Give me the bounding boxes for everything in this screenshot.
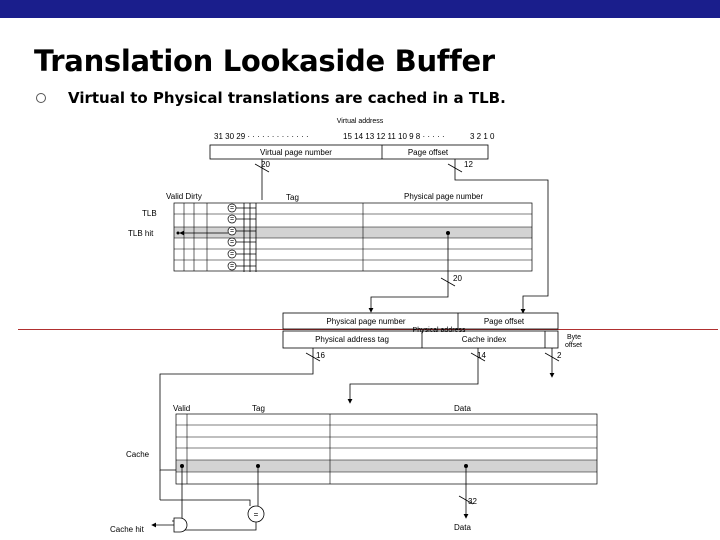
va-page-offset-label: Page offset bbox=[408, 148, 449, 157]
ppn-width-tick bbox=[440, 277, 456, 287]
byte-offset-label-2: offset bbox=[565, 342, 582, 349]
page-offset-wire bbox=[454, 159, 549, 314]
tlb-hit-dot bbox=[176, 231, 180, 235]
pa-tag-wire bbox=[159, 348, 314, 471]
cache-comparator: = bbox=[247, 505, 265, 523]
svg-text:=: = bbox=[254, 510, 259, 519]
pa-tag-label: Physical address tag bbox=[315, 335, 389, 344]
tlb-tag-header: Tag bbox=[286, 193, 299, 202]
cache-hit-label: Cache hit bbox=[110, 525, 145, 534]
virtual-address-register bbox=[209, 144, 489, 160]
ppn-wire bbox=[368, 233, 449, 313]
byte-width-tick bbox=[544, 352, 560, 362]
offset-width: 12 bbox=[464, 160, 473, 169]
va-bits-high: 31 30 29 · · · · · · · · · · · · · bbox=[214, 132, 309, 141]
cache-valid-wire bbox=[172, 466, 183, 522]
va-bits-low: 3 2 1 0 bbox=[470, 132, 495, 141]
bullet-item: Virtual to Physical translations are cac… bbox=[36, 89, 506, 107]
pa-ppn-label: Physical page number bbox=[326, 317, 405, 326]
pa-page-offset-label: Page offset bbox=[484, 317, 525, 326]
slide-title: Translation Lookaside Buffer bbox=[34, 44, 495, 78]
tlb-label: TLB bbox=[142, 209, 157, 218]
svg-text:=: = bbox=[230, 216, 234, 223]
data-out-label: Data bbox=[454, 523, 471, 532]
virtual-page-number-label: Virtual page number bbox=[260, 148, 332, 157]
physical-address-register bbox=[282, 312, 559, 349]
data-width-tick bbox=[458, 495, 474, 505]
tlb-valid-dirty-header: Valid Dirty bbox=[166, 192, 202, 201]
cache-label: Cache bbox=[126, 450, 150, 459]
vpn-width-tick bbox=[254, 163, 270, 173]
tlb-table bbox=[173, 202, 533, 272]
tlb-hit-label: TLB hit bbox=[128, 229, 154, 238]
svg-text:=: = bbox=[230, 263, 234, 270]
bullet-text: Virtual to Physical translations are cac… bbox=[68, 89, 506, 107]
byte-width: 2 bbox=[557, 351, 562, 360]
svg-text:=: = bbox=[230, 251, 234, 258]
cache-valid-header: Valid bbox=[173, 404, 190, 413]
va-heading: Virtual address bbox=[337, 118, 384, 125]
divider-line bbox=[18, 329, 718, 330]
cache-index-wire bbox=[347, 348, 479, 404]
tag-width: 16 bbox=[316, 351, 325, 360]
vpn-width: 20 bbox=[261, 160, 270, 169]
tlb-ppn-header: Physical page number bbox=[404, 192, 483, 201]
svg-text:=: = bbox=[230, 228, 234, 235]
cache-tag-header: Tag bbox=[252, 404, 265, 413]
index-width: 14 bbox=[477, 351, 486, 360]
svg-text:=: = bbox=[230, 205, 234, 212]
cache-data-header: Data bbox=[454, 404, 471, 413]
top-accent-bar bbox=[0, 0, 720, 18]
compare-out-wire bbox=[184, 522, 257, 531]
svg-text:=: = bbox=[230, 239, 234, 246]
cache-table bbox=[175, 413, 598, 485]
data-width: 32 bbox=[468, 497, 477, 506]
and-gate-icon bbox=[173, 517, 188, 533]
offset-width-tick bbox=[447, 163, 463, 173]
tag-width-tick bbox=[305, 352, 321, 362]
cache-index-label: Cache index bbox=[462, 335, 506, 344]
tlb-comparators: = = = = = = bbox=[227, 203, 257, 272]
byte-offset-label-1: Byte bbox=[567, 334, 581, 341]
ppn-width: 20 bbox=[453, 274, 462, 283]
bullet-circle-icon bbox=[36, 93, 46, 103]
index-width-tick bbox=[470, 352, 486, 362]
physical-address-caption: Physical address bbox=[413, 327, 466, 334]
va-bits-mid: 15 14 13 12 11 10 9 8 · · · · · bbox=[343, 132, 445, 141]
pa-tag-compare-wire-b bbox=[160, 499, 251, 506]
